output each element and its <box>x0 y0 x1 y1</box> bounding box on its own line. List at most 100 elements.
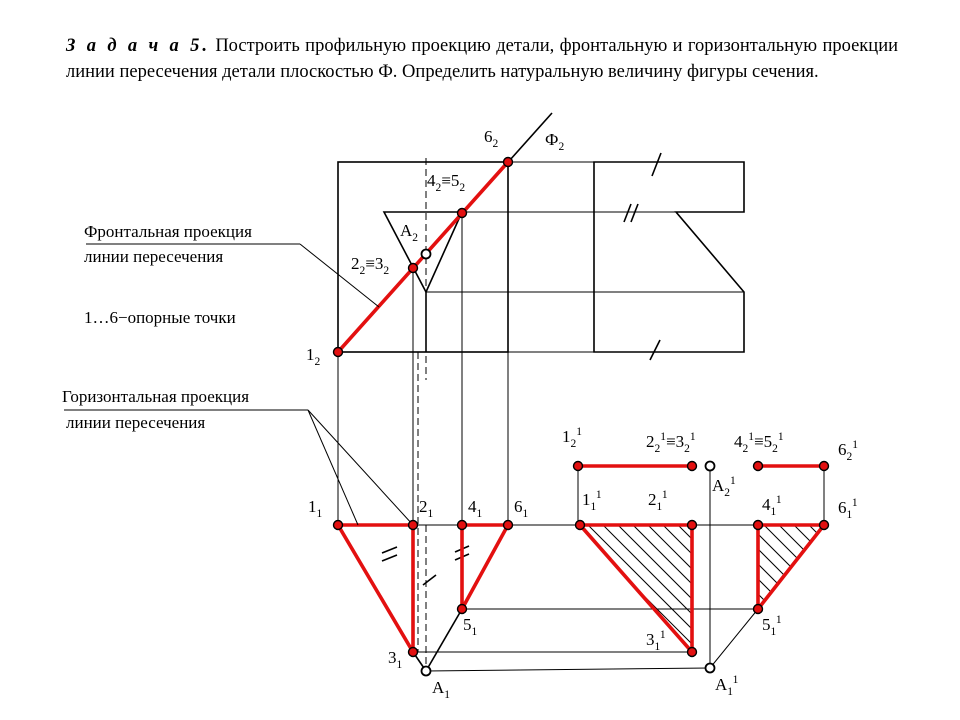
point-3-11 <box>686 646 698 658</box>
label-phi-2: Ф2 <box>545 130 564 153</box>
point-A-2 <box>420 248 432 260</box>
label-2-1: 21 <box>419 497 434 520</box>
task-statement: З а д а ч а 5. Построить профильную прое… <box>66 33 898 85</box>
label-4-5-21: 421≡521 <box>734 431 784 455</box>
point-A-1 <box>420 665 432 677</box>
tick-mark <box>623 203 632 223</box>
hatch-line <box>632 525 692 652</box>
point-2-21 <box>686 460 698 472</box>
points <box>332 156 830 677</box>
front-view <box>336 112 744 380</box>
point-A-21 <box>704 460 716 472</box>
callout-frontal-line2: линии пересечения <box>84 247 223 266</box>
hatch-line <box>617 525 692 652</box>
callout-reference-points: 1…6−опорные точки <box>84 308 236 327</box>
point-2-2 <box>407 262 419 274</box>
leader <box>307 409 414 526</box>
label-A-11: A11 <box>715 674 739 698</box>
hatch-line <box>580 525 611 652</box>
point-A-11 <box>704 662 716 674</box>
point-1-2 <box>332 346 344 358</box>
tick-mark <box>630 203 639 223</box>
point-2-11 <box>686 519 698 531</box>
point-6-1 <box>502 519 514 531</box>
label-3-1: 31 <box>388 648 403 671</box>
point-6-11 <box>818 519 830 531</box>
hatch-line <box>580 525 626 652</box>
section-hatch-left <box>580 525 692 652</box>
point-3-1 <box>407 646 419 658</box>
label-1-2: 12 <box>306 345 321 368</box>
hatch-line <box>758 525 759 609</box>
hatch-line <box>823 525 824 609</box>
hatch-line <box>580 525 641 652</box>
true-size-section-right <box>756 523 828 615</box>
task-text: Построить профильную проекцию детали, фр… <box>66 36 898 82</box>
hatch-line <box>808 525 824 609</box>
label-6-1: 61 <box>514 497 529 520</box>
edge <box>709 608 759 669</box>
callout-frontal-line1: Фронтальная проекция <box>84 222 252 241</box>
label-A-21: A21 <box>712 475 736 499</box>
projection-links <box>337 162 509 652</box>
label-1-11: 111 <box>582 489 602 513</box>
label-1-21: 121 <box>562 426 582 450</box>
label-2-3-21: 221≡321 <box>646 431 696 455</box>
label-A-2: A2 <box>400 221 418 244</box>
top-edge <box>425 608 463 672</box>
label-3-11: 311 <box>646 629 666 653</box>
hatch-line <box>662 525 692 652</box>
label-4-11: 411 <box>762 494 782 518</box>
tick-mark <box>381 546 398 554</box>
point-4-2 <box>456 207 468 219</box>
point-1-1 <box>332 519 344 531</box>
point-4-11 <box>752 519 764 531</box>
label-6-2: 62 <box>484 127 499 150</box>
top-view <box>334 523 758 672</box>
label-4-5-2: 42≡52 <box>427 171 465 194</box>
tick-mark <box>422 574 437 586</box>
point-6-2 <box>502 156 514 168</box>
side-outline <box>593 161 745 353</box>
point-1-21 <box>572 460 584 472</box>
hatch-line <box>602 525 692 652</box>
point-5-11 <box>752 603 764 615</box>
point-labels: Ф2 62 42≡52 A2 22≡32 12 11 21 41 61 51 3… <box>306 127 858 701</box>
hatch-line <box>587 525 692 652</box>
leader <box>307 409 359 526</box>
callout-texts: Фронтальная проекция линии пересечения 1… <box>62 222 252 432</box>
horizontal-section-left <box>334 523 415 654</box>
label-2-3-2: 22≡32 <box>351 254 389 277</box>
label-2-11: 211 <box>648 489 668 513</box>
label-5-1: 51 <box>463 615 478 638</box>
label-6-21: 621 <box>838 439 858 463</box>
leader <box>299 243 380 308</box>
front-triangular-groove <box>382 211 464 294</box>
leaders <box>64 243 414 526</box>
horizontal-section-right <box>460 523 512 610</box>
label-4-1: 41 <box>468 497 483 520</box>
callout-horizontal-line1: Горизонтальная проекция <box>62 387 249 406</box>
tick-mark <box>649 339 661 361</box>
callout-horizontal-line2: линии пересечения <box>66 413 205 432</box>
hatch-line <box>793 525 824 609</box>
point-4-21 <box>752 460 764 472</box>
point-6-21 <box>818 460 830 472</box>
point-4-1 <box>456 519 468 531</box>
hatch-line <box>677 525 692 652</box>
label-1-1: 11 <box>308 497 323 520</box>
true-size-section-left <box>576 523 694 654</box>
tick-mark <box>651 152 662 177</box>
point-1-11 <box>574 519 586 531</box>
task-title: З а д а ч а 5. <box>66 36 210 56</box>
label-6-11: 611 <box>838 497 858 521</box>
label-5-11: 511 <box>762 614 782 638</box>
tick-mark <box>381 554 398 562</box>
hatch-line <box>580 525 596 652</box>
top-edge-line <box>425 667 711 672</box>
label-A-1: A1 <box>432 678 450 701</box>
side-view <box>593 152 745 361</box>
point-2-1 <box>407 519 419 531</box>
